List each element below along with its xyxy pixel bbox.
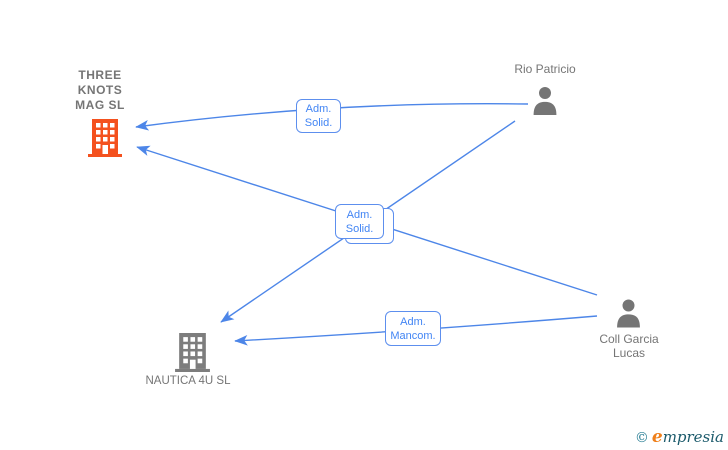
edge-label-adm-mancom: Adm. Mancom. — [385, 311, 441, 346]
node-rio-patricio[interactable]: Rio Patricio — [500, 62, 590, 76]
node-label: NAUTICA 4U SL — [145, 375, 231, 387]
node-label-line: MAG SL — [75, 98, 125, 112]
edge-label-line: Solid. — [345, 222, 374, 235]
logo-text-e: e — [651, 427, 663, 447]
edge-label-adm-solid-top: Adm. Solid. — [296, 99, 341, 133]
edge-label-line: Solid. — [304, 117, 333, 129]
node-three-knots-mag-sl[interactable]: THREE KNOTS MAG SL — [55, 68, 145, 113]
edge-label-line: Mancom. — [390, 329, 436, 342]
edge-label-adm-solid-center: Adm. Solid. — [335, 204, 384, 239]
person-icon — [617, 299, 640, 328]
edge-label-line: Adm. — [346, 208, 373, 221]
edge-label-line: Adm. — [305, 103, 332, 115]
node-label-line: Coll Garcia — [599, 332, 659, 346]
node-nautica-icon-wrap[interactable] — [175, 333, 210, 377]
node-three-knots-icon-wrap[interactable] — [88, 119, 122, 162]
logo-text-rest: mpresia — [662, 428, 724, 446]
node-coll-garcia[interactable]: Coll Garcia Lucas — [584, 332, 674, 360]
person-icon — [533, 86, 557, 115]
node-label-line: KNOTS — [77, 83, 123, 97]
node-label-line: THREE — [78, 68, 122, 82]
building-icon — [88, 119, 122, 157]
node-rio-patricio-icon-wrap[interactable] — [530, 86, 560, 120]
node-label: THREE KNOTS MAG SL — [55, 68, 145, 113]
edge-label-line: Adm. — [400, 315, 426, 328]
node-coll-garcia-icon-wrap[interactable] — [614, 298, 643, 333]
node-label: Rio Patricio — [514, 62, 576, 76]
node-label: Coll Garcia Lucas — [584, 332, 674, 360]
building-icon — [175, 333, 210, 372]
copyright-icon: © — [634, 430, 649, 446]
node-nautica[interactable]: NAUTICA 4U SL — [138, 375, 238, 387]
node-label-line: Lucas — [612, 346, 646, 360]
empresia-logo: ©empresia — [635, 427, 724, 447]
